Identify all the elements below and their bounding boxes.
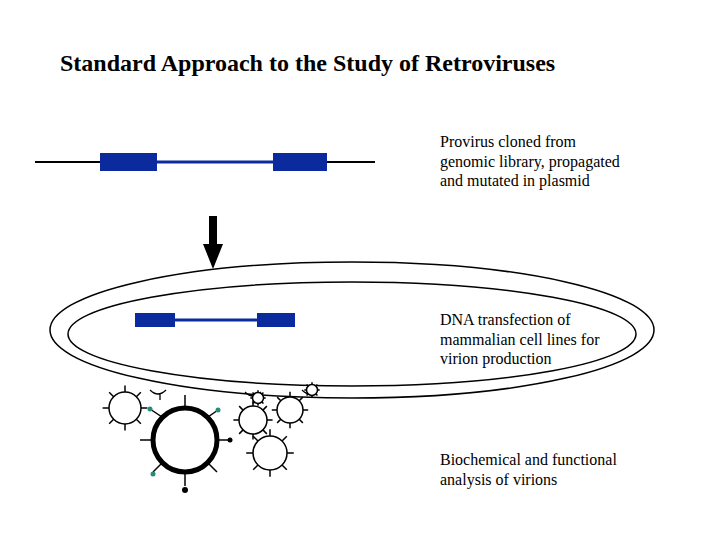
arrow-head (203, 244, 223, 269)
large-virion (140, 395, 233, 493)
cell-nucleus (68, 282, 636, 386)
arrow-shaft (209, 216, 217, 246)
provirus-body (175, 319, 257, 322)
ltr-block (135, 313, 175, 327)
cell-membrane (50, 262, 654, 398)
virion (233, 400, 272, 439)
step-note: Biochemical and functional analysis of v… (440, 450, 655, 489)
ltr-block (257, 313, 295, 327)
provirus-body (157, 161, 273, 164)
virion (246, 429, 294, 477)
budding-virion (304, 382, 319, 397)
diagram-title: Standard Approach to the Study of Retrov… (60, 50, 555, 77)
step-note: DNA transfection of mammalian cell lines… (440, 310, 605, 369)
ltr-block (100, 153, 157, 171)
step-note: Provirus cloned from genomic library, pr… (440, 132, 626, 191)
ltr-block (273, 153, 327, 171)
virion (103, 386, 148, 431)
virion (272, 392, 308, 428)
